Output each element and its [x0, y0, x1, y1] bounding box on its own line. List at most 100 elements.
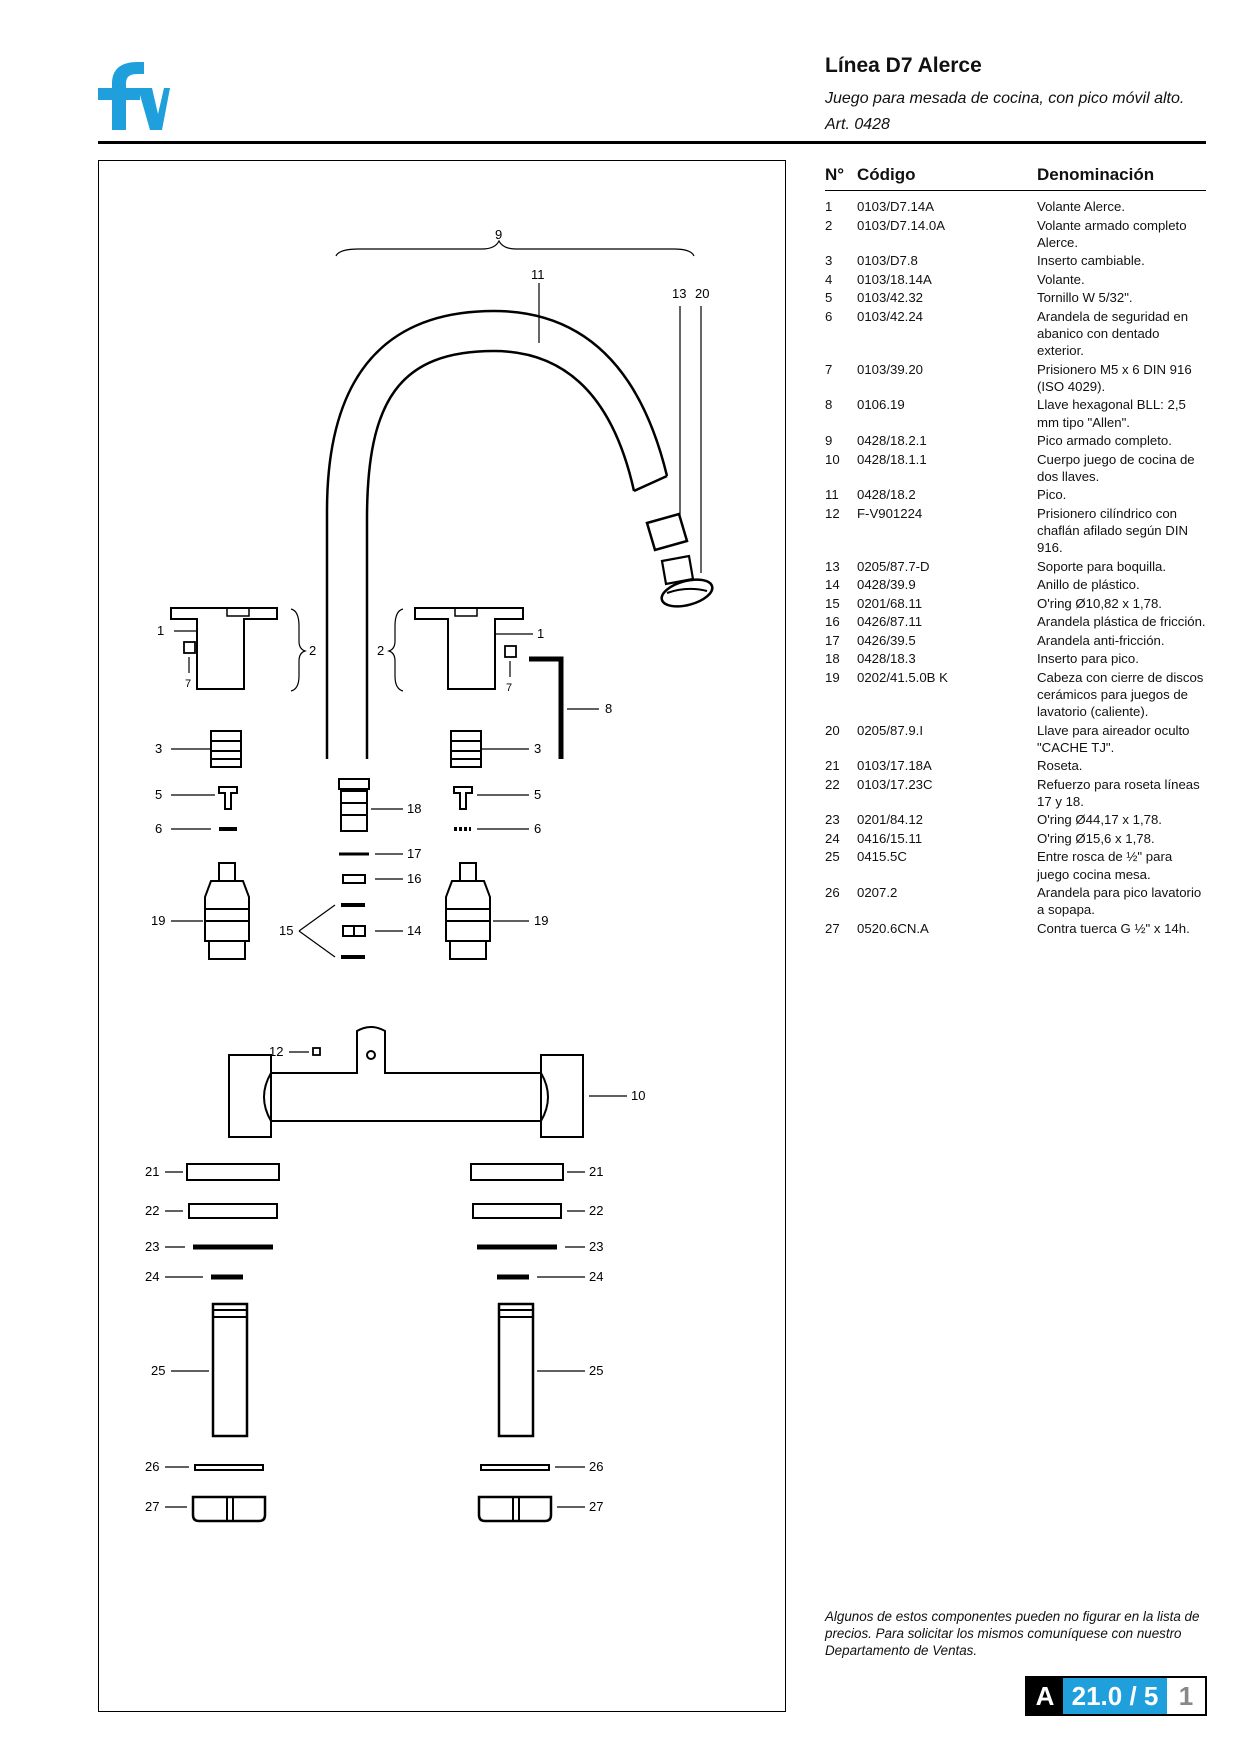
row-code: 0103/D7.14.0A — [857, 217, 945, 233]
label-23a: 23 — [145, 1239, 159, 1254]
label-18: 18 — [407, 801, 421, 816]
row-number: 14 — [825, 577, 840, 593]
row-name: Soporte para boquilla. — [1037, 558, 1167, 574]
row-name: Inserto para pico. — [1037, 651, 1139, 667]
label-13: 13 — [672, 286, 686, 301]
row-code: 0103/18.14A — [857, 271, 932, 287]
row-number: 6 — [825, 308, 833, 324]
row-code: 0103/17.18A — [857, 758, 932, 774]
row-name: O'ring Ø10,82 x 1,78. — [1037, 595, 1162, 611]
label-19b: 19 — [534, 913, 548, 928]
row-name: Arandela anti-fricción. — [1037, 632, 1165, 648]
row-code: 0428/18.2.1 — [857, 433, 927, 449]
label-19a: 19 — [151, 913, 165, 928]
label-11: 11 — [531, 267, 545, 282]
row-name: Volante armado completo Alerce. — [1037, 217, 1187, 250]
label-3a: 3 — [155, 741, 162, 756]
row-name: Arandela plástica de fricción. — [1037, 614, 1206, 630]
page-subtitle: Juego para mesada de cocina, con pico mó… — [825, 90, 1185, 107]
label-10: 10 — [631, 1088, 645, 1103]
label-6b: 6 — [534, 821, 541, 836]
row-code: 0103/42.32 — [857, 290, 924, 306]
footer-note: Algunos de estos componentes pueden no f… — [825, 1609, 1200, 1658]
label-21a: 21 — [145, 1164, 159, 1179]
row-name: O'ring Ø15,6 x 1,78. — [1037, 830, 1155, 846]
label-21b: 21 — [589, 1164, 603, 1179]
label-26b: 26 — [589, 1459, 603, 1474]
row-name: Prisionero cilíndrico con chaflán afilad… — [1037, 505, 1189, 556]
label-24a: 24 — [145, 1269, 159, 1284]
label-1a: 1 — [157, 623, 164, 638]
row-code: 0428/18.1.1 — [857, 451, 927, 467]
row-number: 16 — [825, 614, 840, 630]
row-code: 0207.2 — [857, 885, 898, 901]
label-22b: 22 — [589, 1203, 603, 1218]
label-22a: 22 — [145, 1203, 159, 1218]
header-rule — [98, 141, 1206, 144]
row-name: Volante. — [1037, 271, 1085, 287]
row-number: 19 — [825, 669, 840, 685]
row-code: 0103/D7.8 — [857, 253, 918, 269]
table-row: 19 0202/41.5.0B K Cabeza con cierre de dis… — [825, 669, 1206, 721]
table-row: 3 0103/D7.8 Inserto cambiable. — [825, 252, 1206, 269]
col-num-header: N° — [825, 165, 845, 184]
table-row: 4 0103/18.14A Volante. — [825, 271, 1206, 288]
row-number: 20 — [825, 722, 840, 738]
row-name: Pico armado completo. — [1037, 433, 1172, 449]
row-code: 0202/41.5.0B K — [857, 669, 948, 685]
row-code: 0205/87.7-D — [857, 558, 930, 574]
row-code: 0520.6CN.A — [857, 920, 929, 936]
row-name: Cuerpo juego de cocina de dos llaves. — [1037, 451, 1195, 484]
row-code: 0416/15.11 — [857, 830, 923, 846]
row-code: 0415.5C — [857, 849, 907, 865]
col-code-header: Código — [857, 165, 916, 184]
row-name: Prisionero M5 x 6 DIN 916 (ISO 4029). — [1037, 361, 1192, 394]
label-12: 12 — [269, 1044, 283, 1059]
row-code: 0201/84.12 — [857, 812, 924, 828]
page-title: Línea D7 Alerce — [825, 54, 982, 77]
row-number: 9 — [825, 433, 833, 449]
label-25a: 25 — [151, 1363, 165, 1378]
label-9: 9 — [495, 227, 502, 242]
row-name: Inserto cambiable. — [1037, 253, 1145, 269]
row-name: Anillo de plástico. — [1037, 577, 1140, 593]
row-name: Cabeza con cierre de discos cerámicos pa… — [1037, 669, 1204, 720]
row-number: 4 — [825, 271, 833, 287]
row-number: 2 — [825, 217, 833, 233]
row-number: 11 — [825, 487, 839, 503]
row-code: 0103/39.20 — [857, 361, 924, 377]
row-number: 26 — [825, 885, 840, 901]
row-name: Entre rosca de ½" para juego cocina mesa… — [1037, 849, 1173, 882]
row-code: 0103/17.23C — [857, 776, 933, 792]
row-name: Llave para aireador oculto "CACHE TJ". — [1037, 722, 1190, 755]
exploded-diagram: 9 11 13 20 7 1 2 7 1 2 8 3 3 5 5 — [98, 160, 786, 1712]
label-27b: 27 — [589, 1499, 603, 1514]
row-number: 15 — [825, 595, 840, 611]
section-letter: A — [1027, 1678, 1063, 1714]
table-row: 2 0103/D7.14.0A Volante armado completo Al… — [825, 217, 1206, 251]
label-15: 15 — [279, 923, 293, 938]
row-code: 0426/87.11 — [857, 614, 923, 630]
col-name-header: Denominación — [1037, 165, 1155, 184]
row-number: 3 — [825, 253, 833, 269]
row-code: 0103/42.24 — [857, 308, 924, 324]
label-3b: 3 — [534, 741, 541, 756]
label-7b: 7 — [506, 682, 512, 694]
